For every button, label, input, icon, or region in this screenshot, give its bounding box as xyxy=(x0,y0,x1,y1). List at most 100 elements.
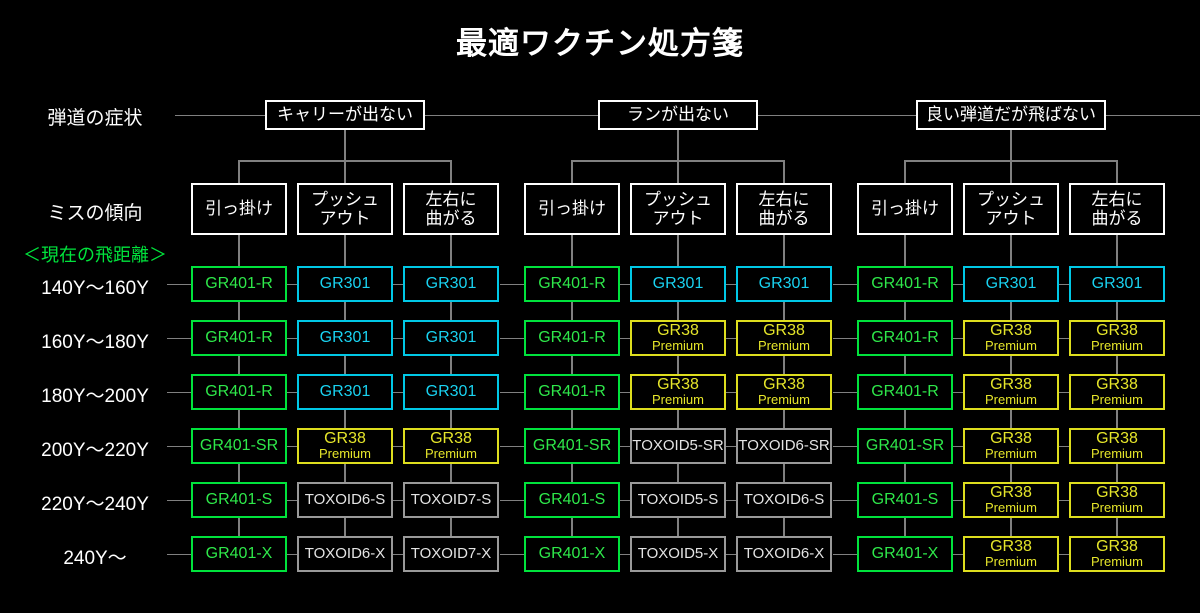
tendency-header-8[interactable]: 左右に曲がる xyxy=(1069,183,1165,235)
cell-r4-c1[interactable]: TOXOID6-S xyxy=(297,482,393,518)
cell-r0-c0[interactable]: GR401-R xyxy=(191,266,287,302)
cell-link-line xyxy=(287,338,297,339)
row-stub-line xyxy=(833,446,857,447)
row-stub-line xyxy=(167,284,191,285)
cell-r0-c7[interactable]: GR301 xyxy=(963,266,1059,302)
cell-value: GR401-R xyxy=(538,329,606,347)
tendency-header-line: プッシュ xyxy=(977,189,1045,209)
cell-r0-c8[interactable]: GR301 xyxy=(1069,266,1165,302)
cell-r3-c5[interactable]: TOXOID6-SR xyxy=(736,428,832,464)
cell-r4-c4[interactable]: TOXOID5-S xyxy=(630,482,726,518)
cell-r5-c5[interactable]: TOXOID6-X xyxy=(736,536,832,572)
cell-r5-c3[interactable]: GR401-X xyxy=(524,536,620,572)
cell-r2-c1[interactable]: GR301 xyxy=(297,374,393,410)
row-header-distance: ＜現在の飛距離＞ xyxy=(23,245,167,265)
cell-r0-c4[interactable]: GR301 xyxy=(630,266,726,302)
tendency-header-7[interactable]: プッシュアウト xyxy=(963,183,1059,235)
tendency-header-1[interactable]: プッシュアウト xyxy=(297,183,393,235)
row-stub-line xyxy=(167,338,191,339)
cell-value: GR301 xyxy=(1091,275,1143,293)
cell-r0-c6[interactable]: GR401-R xyxy=(857,266,953,302)
cell-r0-c2[interactable]: GR301 xyxy=(403,266,499,302)
cell-subvalue: Premium xyxy=(1090,392,1143,408)
cell-link-line xyxy=(620,500,630,501)
tendency-header-3[interactable]: 引っ掛け xyxy=(524,183,620,235)
cell-r4-c5[interactable]: TOXOID6-S xyxy=(736,482,832,518)
symptom-header-2[interactable]: 良い弾道だが飛ばない xyxy=(916,100,1106,130)
cell-r3-c6[interactable]: GR401-SR xyxy=(857,428,953,464)
cell-r0-c1[interactable]: GR301 xyxy=(297,266,393,302)
cell-value: TOXOID6-S xyxy=(743,490,825,508)
cell-r5-c2[interactable]: TOXOID7-X xyxy=(403,536,499,572)
row-stub-line xyxy=(500,500,524,501)
cell-r0-c5[interactable]: GR301 xyxy=(736,266,832,302)
cell-r5-c1[interactable]: TOXOID6-X xyxy=(297,536,393,572)
cell-value: GR38 xyxy=(430,430,472,448)
cell-r4-c6[interactable]: GR401-S xyxy=(857,482,953,518)
cell-r2-c2[interactable]: GR301 xyxy=(403,374,499,410)
cell-r1-c3[interactable]: GR401-R xyxy=(524,320,620,356)
cell-r5-c4[interactable]: TOXOID5-X xyxy=(630,536,726,572)
cell-r4-c2[interactable]: TOXOID7-S xyxy=(403,482,499,518)
cell-r5-c0[interactable]: GR401-X xyxy=(191,536,287,572)
cell-r1-c2[interactable]: GR301 xyxy=(403,320,499,356)
cell-r1-c1[interactable]: GR301 xyxy=(297,320,393,356)
row-stub-line xyxy=(500,392,524,393)
tendency-header-4[interactable]: プッシュアウト xyxy=(630,183,726,235)
cell-r5-c6[interactable]: GR401-X xyxy=(857,536,953,572)
cell-value: GR401-SR xyxy=(199,437,279,455)
row-label-5: 240Y〜 xyxy=(63,548,127,569)
tendency-header-0[interactable]: 引っ掛け xyxy=(191,183,287,235)
row-stub-line xyxy=(167,500,191,501)
cell-subvalue: Premium xyxy=(1090,500,1143,516)
tendency-header-6[interactable]: 引っ掛け xyxy=(857,183,953,235)
cell-r2-c0[interactable]: GR401-R xyxy=(191,374,287,410)
symptom-header-1[interactable]: ランが出ない xyxy=(598,100,758,130)
cell-r3-c4[interactable]: TOXOID5-SR xyxy=(630,428,726,464)
cell-r4-c0[interactable]: GR401-S xyxy=(191,482,287,518)
cell-subvalue: Premium xyxy=(984,500,1037,516)
cell-r3-c3[interactable]: GR401-SR xyxy=(524,428,620,464)
cell-subvalue: Premium xyxy=(1090,338,1143,354)
tendency-drop-line xyxy=(344,160,346,183)
tendency-header-5[interactable]: 左右に曲がる xyxy=(736,183,832,235)
symptom-header-0[interactable]: キャリーが出ない xyxy=(265,100,425,130)
cell-subvalue: Premium xyxy=(424,446,477,462)
cell-r2-c6[interactable]: GR401-R xyxy=(857,374,953,410)
row-stub-line xyxy=(167,446,191,447)
cell-link-line xyxy=(287,446,297,447)
cell-r4-c3[interactable]: GR401-S xyxy=(524,482,620,518)
cell-link-line xyxy=(1059,338,1069,339)
cell-r0-c3[interactable]: GR401-R xyxy=(524,266,620,302)
group-drop-line xyxy=(344,130,346,160)
page-title: 最適ワクチン処方箋 xyxy=(456,26,744,61)
cell-r1-c6[interactable]: GR401-R xyxy=(857,320,953,356)
cell-r3-c0[interactable]: GR401-SR xyxy=(191,428,287,464)
cell-link-line xyxy=(287,554,297,555)
row-stub-line xyxy=(167,392,191,393)
tendency-header-2[interactable]: 左右に曲がる xyxy=(403,183,499,235)
cell-value: GR38 xyxy=(1096,430,1138,448)
cell-r1-c0[interactable]: GR401-R xyxy=(191,320,287,356)
cell-link-line xyxy=(287,392,297,393)
cell-link-line xyxy=(393,338,403,339)
cell-r2-c3[interactable]: GR401-R xyxy=(524,374,620,410)
cell-link-line xyxy=(1059,392,1069,393)
cell-value: GR301 xyxy=(758,275,810,293)
